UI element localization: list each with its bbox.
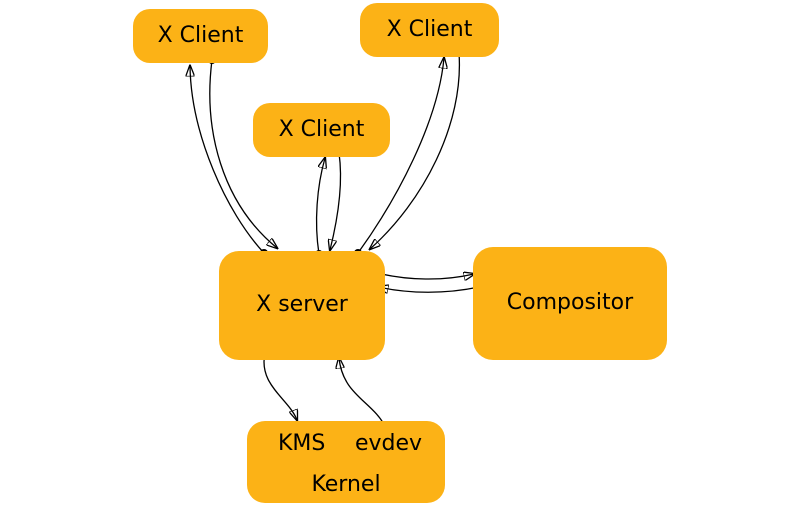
edge-compositor-to-x-server — [378, 287, 480, 292]
edge-kernel-evdev-to-x-server — [339, 358, 387, 429]
kernel-evdev-label: evdev — [355, 431, 423, 456]
edge-x-server-to-compositor — [372, 272, 474, 279]
edge-x-server-to-x-client-middle — [315, 158, 325, 255]
edge-x-server-to-kernel-kms — [263, 352, 297, 420]
node-x-client-left-label: X Client — [157, 22, 244, 48]
node-x-client-left: X Client — [133, 9, 268, 63]
kernel-kms-label: KMS — [278, 431, 326, 456]
node-x-server: X server — [219, 251, 385, 360]
kernel-label: Kernel — [311, 472, 381, 497]
node-x-client-middle: X Client — [253, 103, 390, 157]
node-x-client-right-label: X Client — [386, 16, 473, 42]
edge-x-client-middle-to-x-server — [330, 152, 342, 250]
node-x-server-label: X server — [256, 292, 348, 318]
node-compositor-label: Compositor — [506, 290, 634, 316]
node-x-client-right: X Client — [360, 3, 499, 57]
node-compositor: Compositor — [473, 247, 667, 360]
edge-x-server-to-x-client-left — [190, 66, 265, 254]
node-x-client-middle-label: X Client — [278, 116, 365, 142]
node-kernel: KMS evdev Kernel — [247, 421, 445, 503]
